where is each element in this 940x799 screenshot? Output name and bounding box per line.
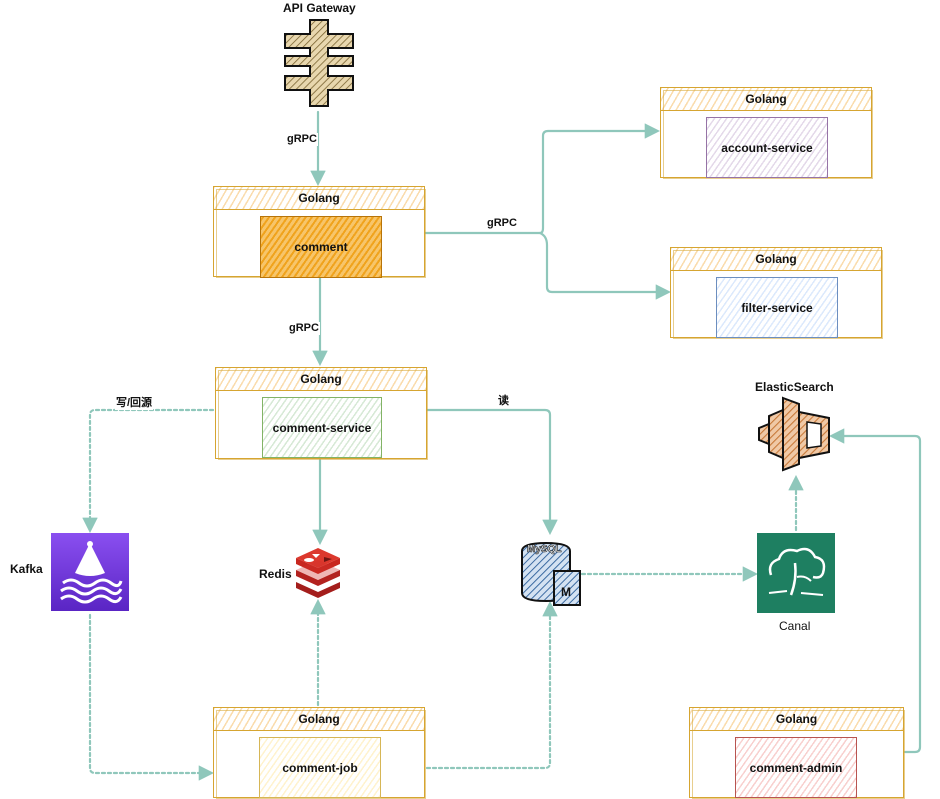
comment-container: Golang <box>213 186 426 278</box>
account-container-header: Golang <box>661 88 871 111</box>
edge-label-comment-right: gRPC <box>486 217 518 230</box>
comment-node[interactable]: comment <box>260 216 382 278</box>
canal-icon <box>757 533 835 613</box>
filter-container: Golang <box>670 247 883 339</box>
mysql-icon: MySQL M <box>518 541 582 607</box>
comment-job-label: comment-job <box>282 760 358 775</box>
filter-service-label: filter-service <box>741 300 813 315</box>
edge-admin-es <box>828 428 922 754</box>
comment-admin-node[interactable]: comment-admin <box>735 737 857 798</box>
edge-label-gateway-comment: gRPC <box>286 133 318 146</box>
kafka-icon <box>51 533 129 611</box>
mysql-text: MySQL <box>527 544 562 556</box>
edge-service-kafka <box>82 408 215 534</box>
kafka-label: Kafka <box>10 562 43 576</box>
account-service-label: account-service <box>721 140 813 155</box>
comment-admin-container-header: Golang <box>690 708 903 731</box>
edge-job-mysql <box>425 600 558 770</box>
comment-service-node[interactable]: comment-service <box>262 397 382 458</box>
comment-container-header: Golang <box>214 187 424 210</box>
api-gateway-label: API Gateway <box>283 1 356 15</box>
edge-kafka-job <box>88 613 215 781</box>
filter-container-header: Golang <box>671 248 881 271</box>
edge-comment-account <box>423 123 661 235</box>
edge-label-service-kafka: 写/回源 <box>115 397 154 410</box>
elasticsearch-icon <box>758 396 830 472</box>
edge-comment-filter <box>538 231 672 300</box>
redis-label: Redis <box>259 567 292 581</box>
comment-node-label: comment <box>294 240 348 254</box>
comment-service-container-header: Golang <box>216 368 426 391</box>
mysql-badge: M <box>561 585 571 599</box>
elasticsearch-label: ElasticSearch <box>755 380 834 394</box>
edge-service-mysql <box>425 408 558 536</box>
account-service-node[interactable]: account-service <box>706 117 828 178</box>
account-container: Golang <box>660 87 873 179</box>
comment-service-label: comment-service <box>272 420 372 435</box>
canal-label: Canal <box>779 619 811 633</box>
comment-job-node[interactable]: comment-job <box>259 737 381 798</box>
comment-job-container-header: Golang <box>214 708 424 731</box>
comment-admin-label: comment-admin <box>749 760 843 775</box>
filter-service-node[interactable]: filter-service <box>716 277 838 338</box>
redis-icon <box>296 548 340 598</box>
edge-label-comment-service: gRPC <box>288 322 320 335</box>
api-gateway-icon <box>284 19 354 107</box>
edge-label-service-mysql: 读 <box>497 395 510 408</box>
